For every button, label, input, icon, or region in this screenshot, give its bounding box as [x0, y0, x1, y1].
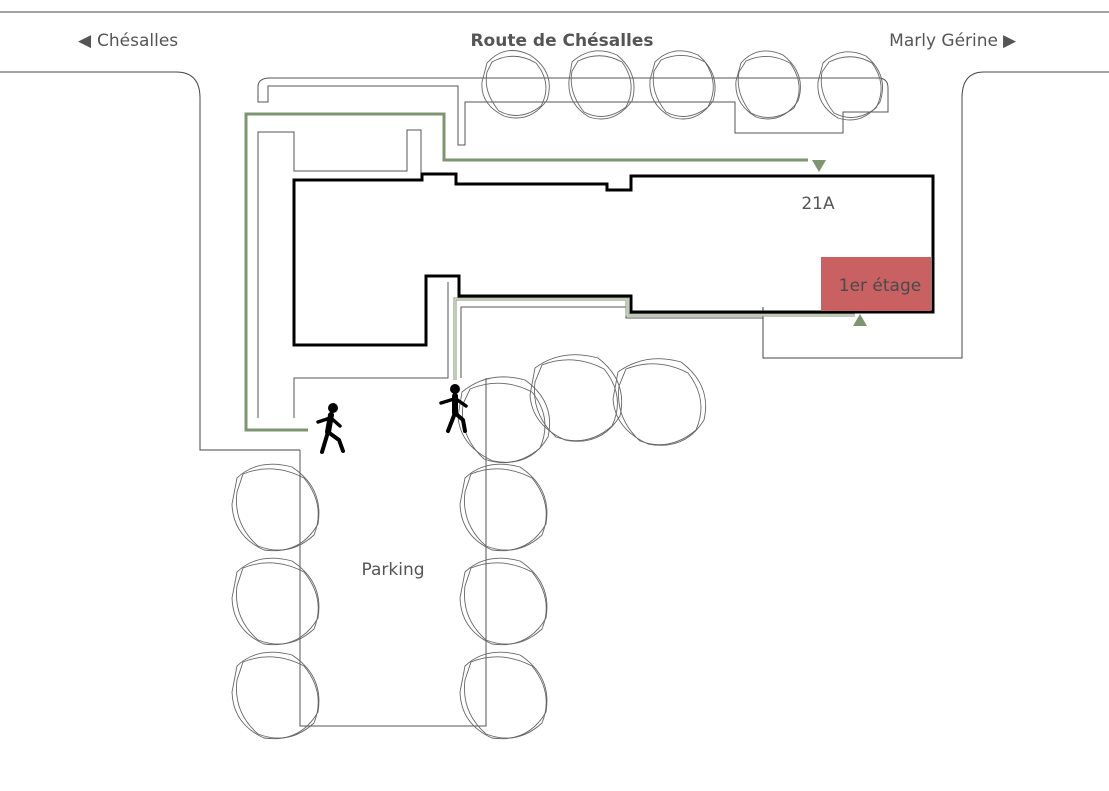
tree — [457, 376, 551, 464]
route-upper-entrance — [244, 112, 808, 432]
parking-lot — [299, 378, 487, 727]
tree — [231, 651, 320, 740]
tree — [459, 651, 548, 740]
tree — [735, 50, 801, 120]
route-lower-entrance-inner — [454, 298, 855, 380]
driveway — [293, 282, 449, 418]
site-outline — [257, 77, 889, 146]
east-direction-label: Marly Gérine — [889, 31, 998, 51]
tree — [649, 50, 716, 120]
tree-row-top — [481, 50, 883, 121]
tree — [529, 354, 623, 442]
terrace-outline — [460, 306, 763, 378]
west-arrow-icon: ◀ — [78, 31, 92, 51]
tree — [612, 358, 707, 446]
tree-column-parking-right — [459, 463, 548, 740]
building-number-label: 21A — [801, 194, 835, 214]
road-curb-east — [762, 71, 1109, 359]
tree — [231, 557, 320, 646]
upper-entrance-marker-icon — [812, 160, 826, 172]
west-direction-label: Chésalles — [97, 31, 178, 51]
east-arrow-icon: ▶ — [1003, 31, 1017, 51]
floor-label: 1er étage — [839, 276, 921, 296]
tree-cluster-middle — [457, 354, 707, 464]
tree — [568, 50, 635, 120]
road-curb-west — [0, 71, 300, 451]
tree — [481, 50, 550, 119]
lower-entrance-marker-icon — [853, 314, 867, 326]
parking-label: Parking — [361, 560, 424, 580]
access-corridor — [257, 129, 422, 418]
tree-column-parking-left — [231, 463, 320, 740]
pedestrian-icon — [316, 403, 345, 454]
first-floor-highlight — [821, 257, 931, 311]
tree — [459, 463, 548, 552]
street-name-label: Route de Chésalles — [470, 31, 653, 51]
pedestrian-icon — [439, 384, 468, 433]
tree — [817, 51, 883, 121]
building-outline — [292, 172, 935, 347]
tree — [459, 557, 548, 646]
tree — [231, 463, 320, 552]
